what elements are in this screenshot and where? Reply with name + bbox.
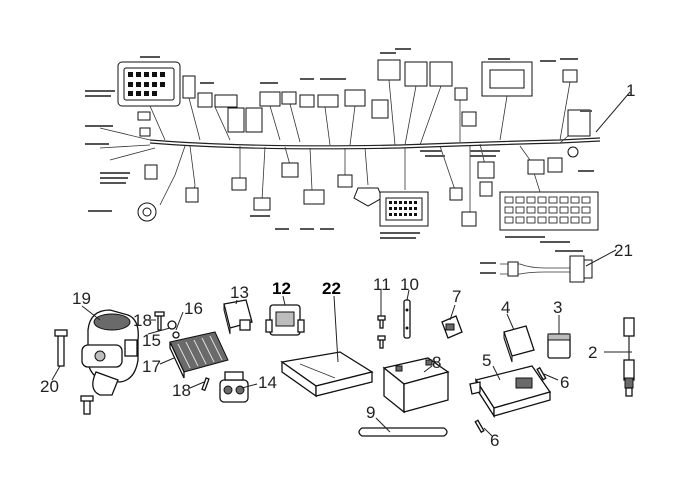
callout-3: 3 [553, 298, 562, 317]
callout-6-upper: 6 [560, 373, 569, 392]
sub-harness [480, 250, 593, 283]
ecu-screw [474, 366, 547, 434]
regulator-rectifier [169, 331, 229, 379]
fuel-pump-relay [503, 325, 535, 363]
callout-6-lower: 6 [490, 431, 499, 450]
callout-11: 11 [373, 275, 391, 294]
callout-5: 5 [482, 351, 491, 370]
wiring-harness [85, 48, 601, 243]
fine-print-labels [85, 48, 594, 243]
callout-10: 10 [400, 275, 419, 294]
callout-17: 17 [142, 357, 161, 376]
callout-2: 2 [588, 343, 597, 362]
callout-12: 12 [272, 279, 291, 298]
callout-9: 9 [366, 403, 375, 422]
bracket [441, 315, 463, 339]
callout-21: 21 [614, 241, 633, 260]
oxygen-sensor [623, 317, 635, 397]
callout-19: 19 [72, 289, 91, 308]
battery-band [358, 427, 448, 437]
terminal-bolt [377, 315, 386, 349]
callout-18-lower: 18 [172, 381, 191, 400]
callout-13: 13 [230, 283, 249, 302]
callout-22: 22 [322, 279, 341, 298]
starter-relay [219, 371, 249, 403]
callout-18-upper: 18 [133, 311, 152, 330]
callout-20: 20 [40, 377, 59, 396]
callout-7: 7 [452, 287, 461, 306]
callout-numbers: 1 21 2 3 4 5 6 6 7 8 9 10 11 22 12 13 14… [40, 81, 635, 450]
ecu [469, 365, 552, 419]
callout-16: 16 [184, 299, 203, 318]
headlight-relay [547, 333, 571, 359]
starter-motor [81, 309, 139, 396]
callout-4: 4 [501, 298, 510, 317]
coupler [265, 304, 305, 336]
small-connector [182, 75, 196, 99]
bolt [54, 329, 94, 415]
relay [223, 299, 253, 335]
callout-15: 15 [142, 331, 161, 350]
battery-tray [280, 351, 374, 398]
leader-lines [51, 91, 632, 437]
battery-strap-bracket [403, 299, 411, 339]
callout-1: 1 [626, 81, 635, 100]
battery [382, 357, 450, 414]
callout-14: 14 [258, 373, 277, 392]
screw [154, 311, 210, 392]
callout-8: 8 [432, 353, 441, 372]
